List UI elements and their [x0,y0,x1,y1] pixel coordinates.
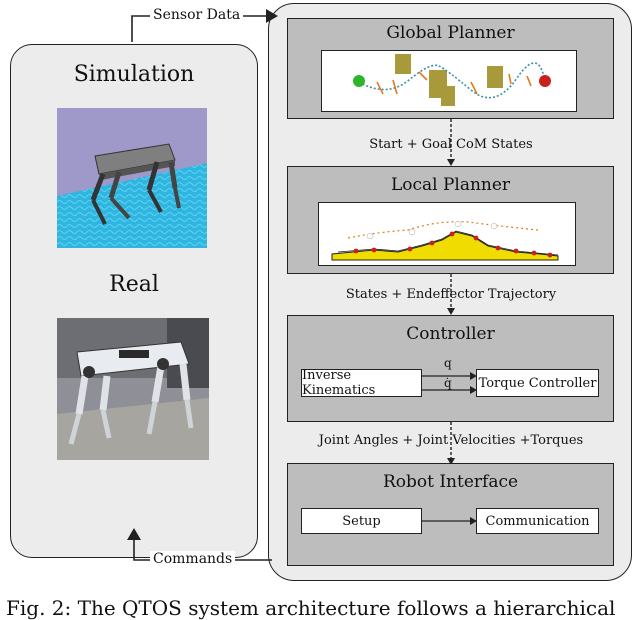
torque-controller-block: Torque Controller [476,369,599,397]
commands-label: Commands [150,551,236,567]
global-planner-title: Global Planner [386,23,515,43]
obstacle [395,54,411,74]
obstacle [487,66,503,88]
simulation-image [57,108,207,248]
setup-to-communication-arrow [422,517,477,525]
global-path [358,62,546,99]
signal-qdot-label: q̇ [444,376,452,390]
local-planner-diagram [318,202,576,266]
ik-to-torque-arrows [422,372,477,394]
global-to-local-label: Start + Goal CoM States [369,137,533,152]
goal-node [539,75,551,87]
obstacle [441,86,455,106]
signal-q-label: q [444,356,452,370]
inverse-kinematics-block: Inverse Kinematics [301,368,422,398]
terrain-profile [331,231,559,261]
com-points [366,221,498,239]
simulated-robot [90,143,181,225]
simulation-label: Simulation [73,62,195,87]
setup-block: Setup [301,508,422,534]
local-to-controller-label: States + Endeffector Trajectory [345,287,557,302]
controller-to-interface-label: Joint Angles + Joint Velocities +Torques [318,433,584,448]
communication-block: Communication [476,508,599,534]
sim-floor [57,163,207,248]
connector-controller-interface [447,422,455,465]
sensor-data-label: Sensor Data [150,7,244,23]
local-planner-title: Local Planner [390,175,511,195]
figure-caption: Fig. 2: The QTOS system architecture fol… [6,596,616,620]
footstep-markers [376,71,532,95]
connector-local-controller [447,274,455,315]
real-robot [68,341,194,445]
global-planner-diagram [321,50,577,112]
controller-title: Controller [406,324,495,344]
connector-global-local [447,119,455,166]
real-label: Real [109,272,159,297]
robot-interface-title: Robot Interface [382,472,519,492]
controller-module: Controller [287,315,614,422]
com-trajectory [347,221,539,239]
start-node [353,75,365,87]
foot-contacts [353,231,553,258]
real-robot-photo [57,318,209,460]
